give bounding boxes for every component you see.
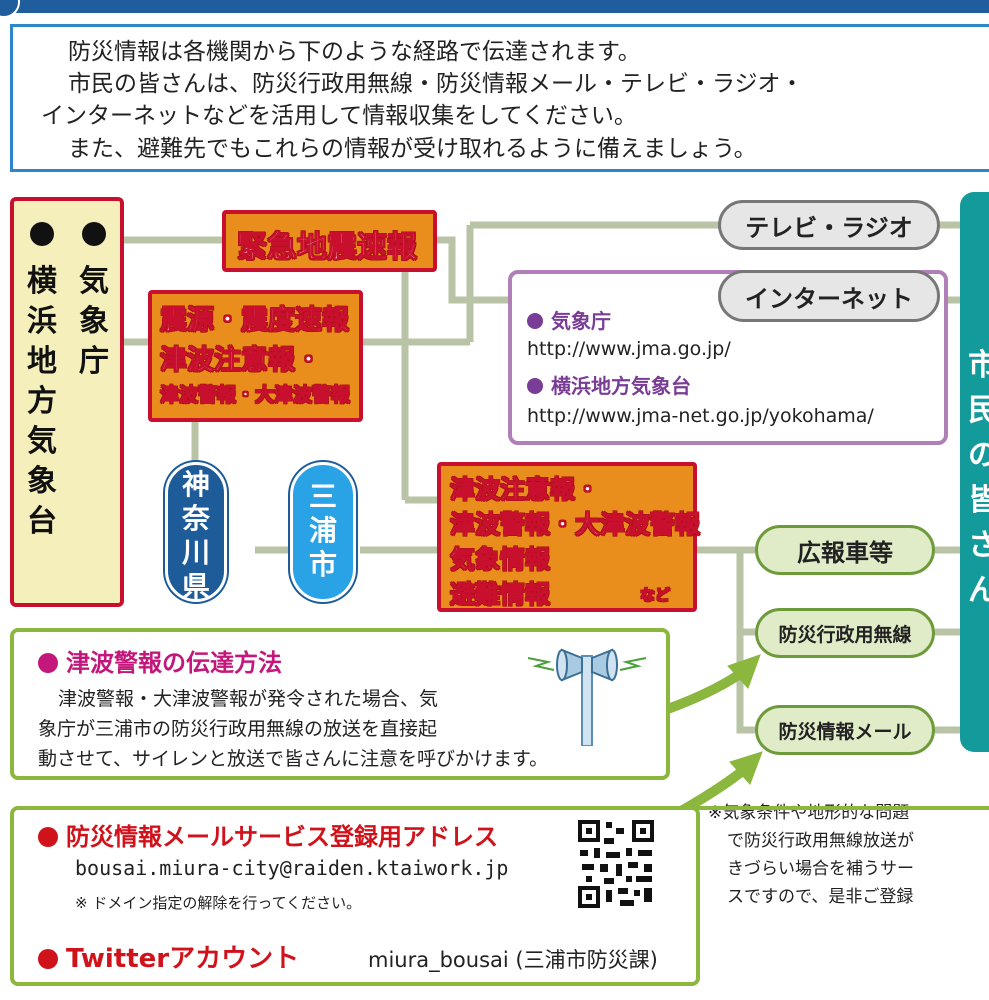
note-line-2: で防災行政用無線放送が <box>727 831 914 851</box>
bullet-icon <box>527 378 543 394</box>
intro-line-1: 防災情報は各機関から下のような経路で伝達されます。 <box>68 39 641 65</box>
citizens-char-6: ん <box>968 573 989 608</box>
quake-info-line-1: 震源・震度速報 <box>160 305 350 337</box>
city-alerts-line-1: 津波注意報・ <box>449 475 601 505</box>
bullet-icon <box>38 653 58 673</box>
city-alerts-line-4: 避難情報 <box>449 580 551 610</box>
mail-service-title: 防災情報メールサービス登録用アドレス <box>38 817 498 852</box>
miura-city-label: 三浦市 <box>308 480 337 581</box>
quake-info-line-2: 津波注意報・ <box>160 345 323 377</box>
kishocho-bullet <box>82 222 106 250</box>
eew-box <box>222 210 437 272</box>
intro-line-3: インターネットなどを活用して情報収集をしてください。 <box>41 103 637 129</box>
disaster-radio-channel: 防災行政用無線 <box>755 608 935 658</box>
yokohama-bullet <box>30 222 54 250</box>
tv-radio-channel: テレビ・ラジオ <box>718 200 940 250</box>
city-alerts-box <box>437 462 697 612</box>
citizens-char-2: 民 <box>968 393 989 428</box>
yokohama-url[interactable]: http://www.jma-net.go.jp/yokohama/ <box>527 405 874 427</box>
koho-car-channel: 広報車等 <box>755 525 935 575</box>
intro-box: 防災情報は各機関から下のような経路で伝達されます。 市民の皆さんは、防災行政用無… <box>10 24 989 172</box>
note-line-4: スですので、是非ご登録 <box>727 887 914 907</box>
meteorological-agencies-box <box>10 197 124 607</box>
kanagawa-prefecture-label: 神奈川県 <box>181 468 210 603</box>
internet-channel: インターネット <box>718 270 940 322</box>
miura-city-node <box>290 462 356 602</box>
kanagawa-prefecture-node <box>165 462 227 602</box>
intro-line-2: 市民の皆さんは、防災行政用無線・防災情報メール・テレビ・ラジオ・ <box>68 71 804 97</box>
domain-note: ※ ドメイン指定の解除を行ってください。 <box>75 894 362 912</box>
citizens-panel <box>960 192 989 752</box>
citizens-char-1: 市 <box>968 348 989 383</box>
eew-label: 緊急地震速報 <box>237 230 418 266</box>
quake-info-line-3: 津波警報・大津波警報 <box>159 384 351 407</box>
note-line-3: きづらい場合を補うサー <box>727 859 914 879</box>
city-alerts-line-2: 津波警報・大津波警報 <box>449 510 701 540</box>
quake-info-box <box>148 290 363 422</box>
bullet-icon <box>527 313 543 329</box>
city-alerts-etc: など <box>639 586 671 605</box>
qr-code-icon[interactable] <box>576 818 656 910</box>
city-alerts-line-3: 気象情報 <box>449 545 551 575</box>
jma-link-label: 気象庁 <box>527 305 611 334</box>
tsunami-warning-line-3: 動させて、サイレンと放送で皆さんに注意を呼びかけます。 <box>38 748 549 770</box>
intro-line-4: また、避難先でもこれらの情報が受け取れるように備えましょう。 <box>68 136 757 162</box>
yokohama-link-label: 横浜地方気象台 <box>527 370 691 399</box>
citizens-char-5: さ <box>968 528 989 563</box>
citizens-char-4: 皆 <box>968 483 989 518</box>
jma-label: 気象庁 <box>79 264 109 379</box>
bullet-icon <box>38 949 58 969</box>
siren-speaker-icon <box>527 648 647 746</box>
twitter-label: Twitterアカウント <box>38 938 299 975</box>
disaster-mail-channel: 防災情報メール <box>755 705 935 755</box>
tsunami-warning-title: 津波警報の伝達方法 <box>38 643 282 678</box>
twitter-account[interactable]: miura_bousai (三浦市防災課) <box>368 948 658 972</box>
mail-service-box-extension <box>690 806 989 916</box>
bullet-icon <box>38 827 58 847</box>
mail-address[interactable]: bousai.miura-city@raiden.ktaiwork.jp <box>75 856 509 880</box>
tsunami-warning-line-2: 象庁が三浦市の防災行政用無線の放送を直接起 <box>38 718 438 740</box>
citizens-char-3: の <box>968 438 989 473</box>
header-band <box>0 0 989 13</box>
jma-url[interactable]: http://www.jma.go.jp/ <box>527 338 731 360</box>
yokohama-observatory-label: 横浜地方気象台 <box>27 264 57 539</box>
tsunami-warning-line-1: 津波警報・大津波警報が発令された場合、気 <box>58 688 439 710</box>
